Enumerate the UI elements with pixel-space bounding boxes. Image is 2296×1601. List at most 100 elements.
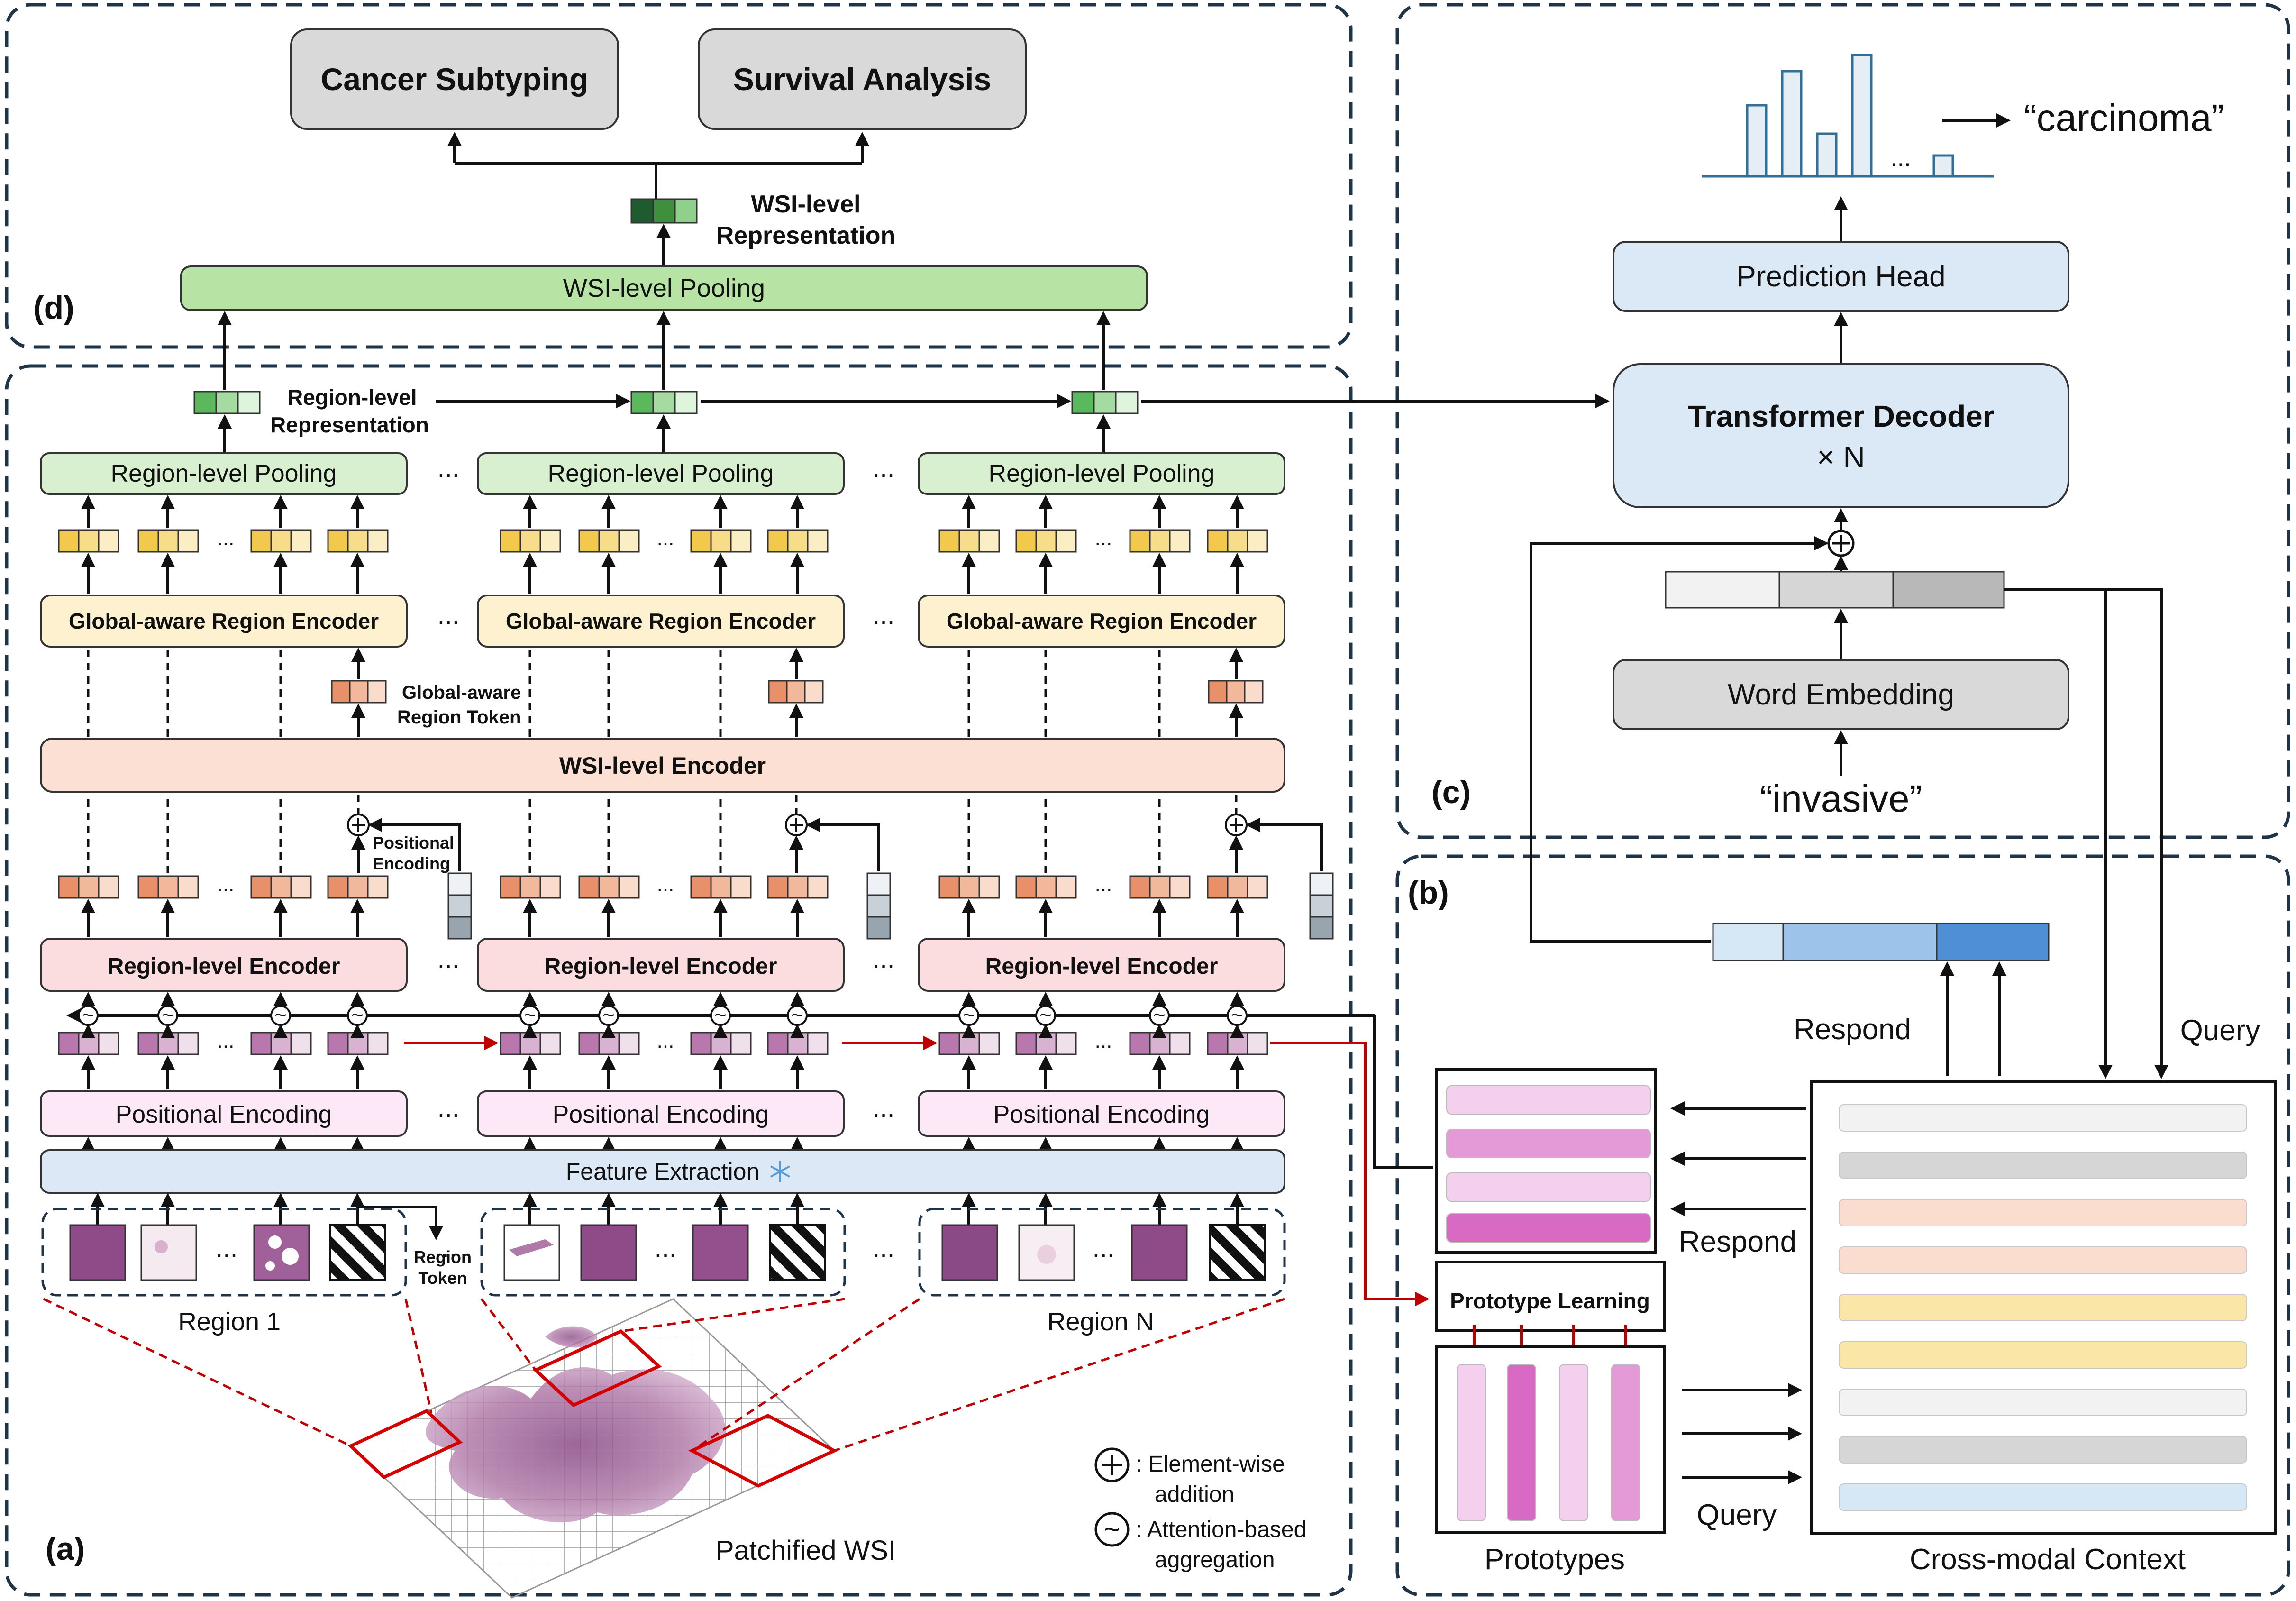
- dashed-orange-to-wsi: [87, 794, 1238, 873]
- positional-encoding-label-1: Positional Encoding: [116, 1101, 332, 1128]
- ellipsis-purple-1: ...: [217, 1029, 235, 1052]
- region-encoder-label-1: Region-level Encoder: [108, 954, 340, 979]
- wsi-level-encoder-label: WSI-level Encoder: [559, 752, 766, 779]
- region-encoder-box-2: [477, 938, 845, 992]
- prototype-learning-label: Prototype Learning: [1450, 1289, 1650, 1313]
- input-word: “invasive”: [1760, 778, 1922, 820]
- ellipsis-patch-2: ...: [655, 1233, 677, 1263]
- ellipsis-patch-1: ...: [216, 1233, 238, 1263]
- region-n-frame: [918, 1208, 1286, 1297]
- purple-to-attn-arrows: [81, 1024, 1244, 1038]
- output-word: “carcinoma”: [2024, 97, 2224, 139]
- global-region-token-n: [1208, 680, 1264, 704]
- global-region-token-2: [768, 680, 824, 704]
- ellipsis-purple-2: ...: [657, 1029, 674, 1052]
- region-pooling-box-n: [918, 452, 1285, 495]
- cancer-subtyping-box: [290, 28, 619, 130]
- prototype-memory-bars: [1446, 1085, 1651, 1243]
- svg-text:~: ~: [791, 1004, 803, 1027]
- histogram-ellipsis: ...: [1890, 144, 1911, 172]
- svg-text:~: ~: [1153, 1004, 1166, 1027]
- svg-text:~: ~: [963, 1004, 975, 1027]
- ellipsis-global-2: ...: [873, 600, 895, 630]
- patchified-wsi: [347, 1298, 838, 1599]
- panel-a-frame: [5, 364, 1353, 1597]
- ellipsis-yellow-2: ...: [657, 527, 674, 550]
- region-token-label-1: Region: [414, 1247, 472, 1267]
- yellow-to-pool-arrows: [81, 495, 1244, 528]
- ellipsis-pool-1: ...: [437, 453, 460, 483]
- prototype-learning-box: [1435, 1261, 1666, 1332]
- region-1-patches: [69, 1224, 386, 1281]
- wsi-level-pooling-box: [180, 265, 1148, 311]
- region-pooling-label-1: Region-level Pooling: [111, 460, 337, 487]
- red-arrow-to-prototype-learning: [1270, 1042, 1430, 1306]
- legend-attn-label-2: aggregation: [1155, 1547, 1275, 1573]
- region-pooling-label-n: Region-level Pooling: [989, 460, 1215, 487]
- purple-tokens-group-1: [58, 1032, 389, 1055]
- yellow-tokens-group-2: [500, 529, 829, 553]
- region-encoder-box-1: [40, 938, 408, 992]
- transformer-decoder-box: [1613, 363, 2069, 508]
- cross-modal-bars: [1839, 1104, 2247, 1511]
- prototype-response-vector: [1712, 923, 2050, 961]
- global-encoder-box-2: [477, 595, 845, 648]
- cross-modal-context-label: Cross-modal Context: [1910, 1543, 2186, 1576]
- region-token-arrow: [357, 1206, 443, 1240]
- orange-tokens-group-1: [58, 875, 389, 899]
- ellipsis-yellow-1: ...: [217, 527, 235, 550]
- region-rep-label-1: Region-level: [287, 385, 417, 410]
- svg-text:~: ~: [524, 1004, 536, 1027]
- pos-vector-1: [447, 872, 472, 940]
- ellipsis-posenc-1: ...: [437, 1093, 460, 1123]
- region2-zoom-right: [620, 1298, 845, 1333]
- ellipsis-orange-n: ...: [1095, 873, 1112, 896]
- region-2-patches: [503, 1224, 826, 1281]
- ellipsis-regenc-1: ...: [437, 944, 460, 974]
- pos-vector-2: [866, 872, 891, 940]
- positional-encoding-box-2: [477, 1090, 845, 1137]
- prediction-head-label: Prediction Head: [1736, 260, 1945, 293]
- region2-zoom-left: [481, 1298, 537, 1371]
- pos-to-purple-arrows: [81, 1055, 1244, 1089]
- wsi-rep-label-1: WSI-level: [751, 191, 860, 218]
- pos-enc-label-1: Positional: [373, 833, 454, 852]
- respond-mid-label: Respond: [1679, 1226, 1796, 1258]
- region-n-label: Region N: [1047, 1308, 1154, 1336]
- ellipsis-orange-2: ...: [657, 873, 674, 896]
- svg-text:~: ~: [274, 1004, 287, 1027]
- orange-tokens-group-2: [500, 875, 829, 899]
- region-encoder-box-n: [918, 938, 1285, 992]
- legend-add-label-2: addition: [1155, 1482, 1234, 1507]
- ellipsis-regenc-2: ...: [873, 944, 895, 974]
- regionn-zoom-left: [691, 1298, 920, 1452]
- pos-vector-n-link: [1246, 818, 1323, 871]
- dashed-wsi-to-global: [87, 650, 1161, 737]
- wsi-rep-label-2: Representation: [716, 222, 896, 249]
- ellipsis-pool-2: ...: [873, 453, 895, 483]
- feature-to-pos-arrows: [81, 1137, 1244, 1151]
- survival-analysis-box: [698, 28, 1027, 130]
- pos-vector-n: [1309, 872, 1334, 940]
- svg-text:~: ~: [162, 1004, 174, 1027]
- panel-c-label: (c): [1431, 774, 1471, 810]
- decoder-plus-circle: [1827, 530, 1855, 557]
- region-encoder-label-n: Region-level Encoder: [985, 954, 1218, 979]
- positional-encoding-label-n: Positional Encoding: [993, 1101, 1210, 1128]
- ellipsis-regions-2: ...: [873, 1233, 895, 1263]
- ellipsis-yellow-n: ...: [1095, 527, 1112, 550]
- panel-b-label: (b): [1408, 875, 1449, 911]
- svg-text:~: ~: [1231, 1004, 1243, 1027]
- region-encoder-label-2: Region-level Encoder: [545, 954, 777, 979]
- region-n-patches: [941, 1224, 1266, 1281]
- word-embedding-label: Word Embedding: [1728, 678, 1954, 711]
- svg-text:~: ~: [1039, 1004, 1052, 1027]
- positional-encoding-box-n: [918, 1090, 1285, 1137]
- global-encoder-box-n: [918, 595, 1285, 648]
- attn-to-regenc-arrows: [81, 992, 1244, 1006]
- ellipsis-purple-n: ...: [1095, 1029, 1112, 1052]
- region-1-frame: [41, 1208, 407, 1297]
- svg-text:~: ~: [602, 1004, 615, 1027]
- yellow-tokens-group-1: [58, 529, 389, 553]
